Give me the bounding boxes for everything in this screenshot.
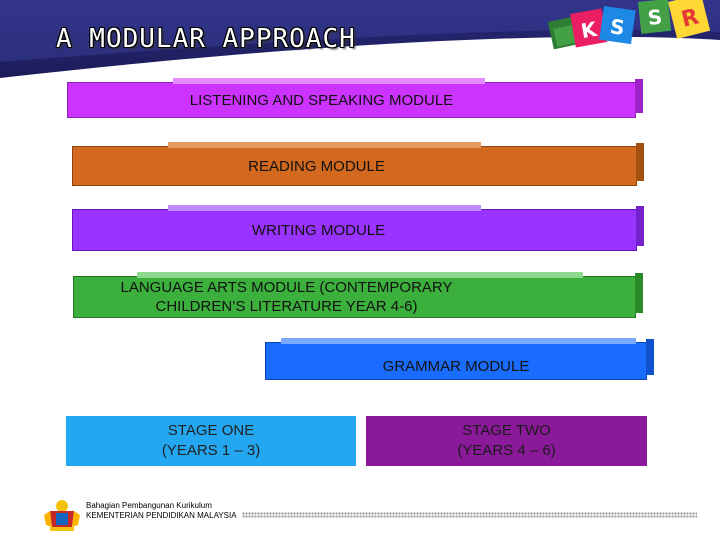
stage-two-years: (YEARS 4 – 6)	[457, 442, 556, 459]
svg-text:S: S	[646, 5, 663, 30]
stage-two-title: STAGE TWO	[462, 422, 551, 439]
module-label: READING MODULE	[248, 157, 385, 175]
module-label: LANGUAGE ARTS MODULE (CONTEMPORARY CHILD…	[120, 279, 453, 315]
module-language-arts: LANGUAGE ARTS MODULE (CONTEMPORARY CHILD…	[73, 272, 643, 318]
footer-org: Bahagian Pembangunan Kurikulum KEMENTERI…	[86, 501, 237, 521]
module-label: LISTENING AND SPEAKING MODULE	[189, 91, 454, 109]
stage-two-box: STAGE TWO (YEARS 4 – 6)	[366, 416, 647, 466]
module-label: GRAMMAR MODULE	[382, 357, 530, 375]
ksr-cubes-logo: K S S R	[548, 0, 711, 50]
module-label: WRITING MODULE	[251, 221, 386, 239]
svg-text:R: R	[679, 4, 702, 32]
page-title: A MODULAR APPROACH	[56, 24, 356, 54]
footer-line-1: Bahagian Pembangunan Kurikulum	[86, 501, 212, 510]
header-banner	[0, 0, 720, 78]
footer-dotted-rule	[242, 512, 697, 518]
footer-line-2: KEMENTERIAN PENDIDIKAN MALAYSIA	[86, 511, 237, 520]
module-reading: READING MODULE	[72, 142, 644, 186]
module-listening-speaking: LISTENING AND SPEAKING MODULE	[67, 78, 643, 118]
stage-one-box: STAGE ONE (YEARS 1 – 3)	[66, 416, 356, 466]
module-grammar: GRAMMAR MODULE	[265, 338, 654, 380]
module-writing: WRITING MODULE	[72, 205, 644, 251]
stage-one-years: (YEARS 1 – 3)	[161, 442, 261, 459]
malaysia-crest-icon	[44, 500, 80, 531]
stage-one-title: STAGE ONE	[167, 422, 255, 439]
svg-text:K: K	[579, 17, 600, 44]
svg-text:S: S	[609, 14, 627, 40]
